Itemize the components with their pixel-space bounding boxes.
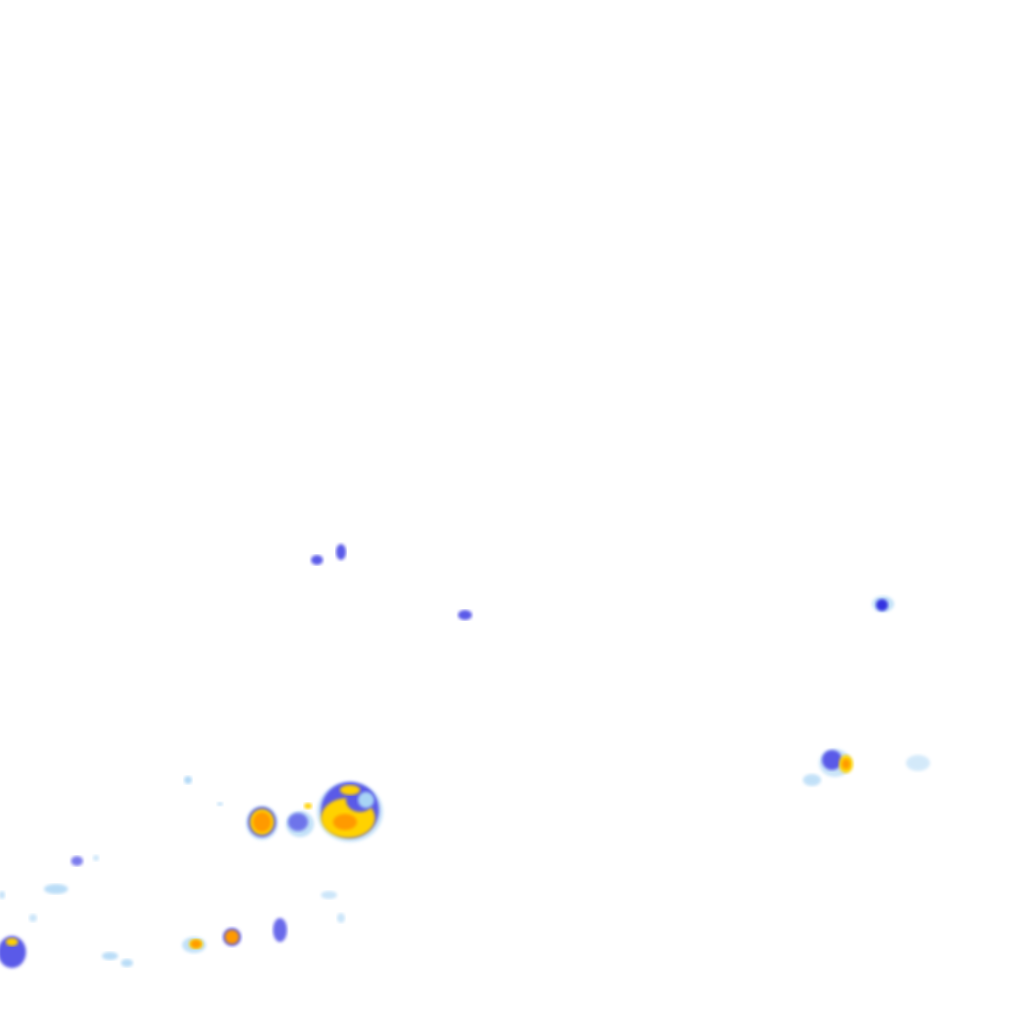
radar-cell <box>842 759 850 769</box>
radar-cell <box>876 599 888 611</box>
radar-cell <box>358 792 374 808</box>
radar-cell <box>253 812 271 832</box>
radar-cell <box>340 785 360 795</box>
radar-cell <box>29 914 37 922</box>
radar-cell <box>288 813 308 831</box>
radar-cell <box>321 891 337 899</box>
radar-cell <box>822 750 842 770</box>
radar-cell <box>803 774 821 786</box>
radar-cell <box>336 544 346 560</box>
radar-cell <box>71 856 83 866</box>
radar-cell <box>304 803 312 809</box>
radar-cell <box>225 930 239 944</box>
radar-cell <box>44 884 68 894</box>
radar-cell <box>6 938 18 946</box>
radar-cell <box>0 936 26 968</box>
radar-cell <box>458 610 472 620</box>
radar-cell <box>184 776 192 784</box>
radar-cell <box>102 952 118 960</box>
radar-cell <box>217 802 223 806</box>
radar-cell <box>337 913 345 923</box>
radar-cell <box>121 959 133 967</box>
radar-cell <box>906 755 930 771</box>
radar-cell <box>0 891 5 899</box>
radar-cell <box>273 918 287 942</box>
radar-cell <box>311 555 323 565</box>
radar-cell <box>191 940 201 948</box>
radar-cell <box>333 814 357 830</box>
radar-cell <box>93 855 99 861</box>
